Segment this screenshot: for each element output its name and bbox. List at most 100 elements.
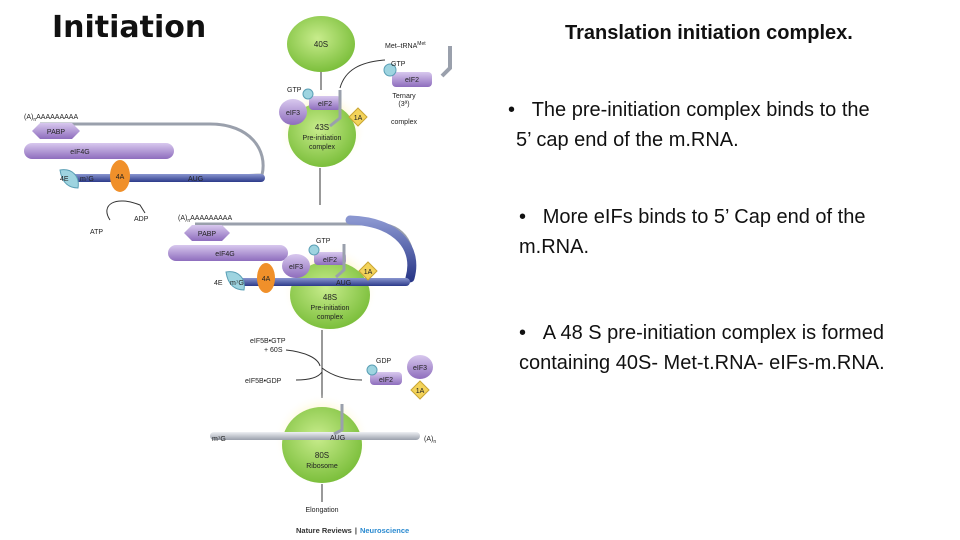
arrow-atp-adp <box>106 200 146 221</box>
ribosome-80s <box>282 407 362 483</box>
credit-line: Nature Reviews|Neuroscience <box>296 526 409 535</box>
eif4e-1 <box>59 169 79 189</box>
trna-43s <box>329 90 342 128</box>
released-factors: eIF3 eIF2 GDP 1A <box>366 355 433 400</box>
label-m7g-3: m⁷G <box>212 436 226 443</box>
eif1a-43s <box>348 107 368 127</box>
gtp-dot-ternary <box>383 63 397 77</box>
eif2-ternary-box <box>392 72 432 87</box>
arrow-release-factors <box>321 367 363 381</box>
ribbon-mrna-2 <box>345 215 417 283</box>
mrna-stage-1: (A)nAAAAAAAAA AUG PABP eIF4G 4E m⁷G 4A A… <box>24 114 265 236</box>
eif1a-released <box>410 380 430 400</box>
bullet-marker-1: • <box>508 99 516 121</box>
mrna-strand-1 <box>40 122 265 179</box>
label-elongation: Elongation <box>305 507 338 514</box>
label-eif5b-gdp: eIF5B•GDP <box>245 378 282 385</box>
label-eif5b-gtp: eIF5B•GTP <box>250 338 286 345</box>
gtp-dot-48s <box>308 244 320 256</box>
subunit-40s <box>287 16 355 72</box>
label-80s-2: Ribosome <box>306 463 338 470</box>
label-4e-1: 4E <box>60 176 69 183</box>
label-gtp-43s: GTP <box>287 87 302 94</box>
label-aug-1: AUG <box>188 176 203 183</box>
label-eif2-ternary: eIF2 <box>405 77 419 84</box>
eif4g-1 <box>24 143 174 159</box>
ribbon-aug-2 <box>230 278 410 286</box>
pabp-1 <box>32 123 80 139</box>
mrna-strand-3 <box>210 432 420 440</box>
pabp-2 <box>184 225 230 241</box>
slide-subtitle: Translation initiation complex. <box>565 22 853 44</box>
label-4e-2: 4E <box>214 280 223 287</box>
label-gtp-ternary: GTP <box>391 61 406 68</box>
label-1a-43s: 1A <box>354 115 363 122</box>
label-eif3-48s: eIF3 <box>289 264 303 271</box>
label-gdp: GDP <box>376 358 392 365</box>
eif3-released <box>407 355 433 379</box>
eif2-43s <box>309 96 341 110</box>
label-adp: ADP <box>134 216 149 223</box>
label-40s: 40S <box>314 40 328 49</box>
label-eif4g-2: eIF4G <box>215 251 234 258</box>
bullet-marker-3: • <box>519 322 527 344</box>
label-polya-1: (A)nAAAAAAAAA <box>24 114 78 123</box>
eif3-43s <box>279 99 307 125</box>
label-atp: ATP <box>90 229 103 236</box>
eif1a-48s <box>358 261 378 281</box>
bullet-2-line-1: More eIFs binds to 5’ Cap end of the <box>542 206 866 228</box>
label-eif3-43s: eIF3 <box>286 110 300 117</box>
label-eif2-48s: eIF2 <box>323 257 337 264</box>
label-43s-1: 43S <box>315 123 329 132</box>
arrow-eif5b-out <box>295 371 323 381</box>
eif4a-2 <box>257 263 275 293</box>
bullet-3-line-1: A 48 S pre-initiation complex is formed <box>542 322 884 344</box>
label-ternary-1: Ternary <box>392 93 416 100</box>
label-eif2-43s: eIF2 <box>318 101 332 108</box>
label-pabp-2: PABP <box>198 231 216 238</box>
label-4a-2: 4A <box>262 276 271 283</box>
arrow-eif5b-in <box>285 349 321 367</box>
arrow-ternary-join <box>339 59 386 89</box>
label-eif3-released: eIF3 <box>413 365 427 372</box>
trna-icon <box>440 46 452 78</box>
label-80s-1: 80S <box>315 451 329 460</box>
bullet-2: • More eIFs binds to 5’ Cap end of the m… <box>519 202 865 262</box>
eif2-released <box>370 372 402 385</box>
eif2-48s <box>314 252 346 265</box>
bullet-1: • The pre-initiation complex binds to th… <box>508 95 870 155</box>
label-4a-1: 4A <box>116 174 125 181</box>
label-ternary-2: (3ª) <box>398 101 409 108</box>
eif4g-2 <box>168 245 288 261</box>
gdp-dot <box>366 364 378 376</box>
bullet-3: • A 48 S pre-initiation complex is forme… <box>519 318 885 378</box>
bullet-3-line-2: containing 40S- Met-t.RNA- eIFs-m.RNA. <box>519 352 885 374</box>
label-eif4g-1: eIF4G <box>70 149 89 156</box>
gtp-dot-43s <box>302 88 314 100</box>
label-polya-3: (A)n <box>424 436 436 445</box>
eif3-48s <box>282 254 310 278</box>
label-43s-3: complex <box>309 144 336 151</box>
label-ternary-3: complex <box>391 119 418 126</box>
label-m7g-1: m⁷G <box>80 176 94 183</box>
trna-48s <box>335 244 346 279</box>
ribbon-mrna-1 <box>70 174 265 182</box>
label-m7g-2: m⁷G <box>230 280 244 287</box>
bullet-1-line-1: The pre-initiation complex binds to the <box>531 99 870 121</box>
bullet-1-line-2: 5’ cap end of the m.RNA. <box>516 129 739 151</box>
eif4a-1 <box>110 160 130 192</box>
label-gtp-48s: GTP <box>316 238 331 245</box>
label-aug-3: AUG <box>330 435 345 442</box>
stage-80s: AUG m⁷G (A)n 80S Ribosome <box>210 394 436 486</box>
bullet-marker-2: • <box>519 206 527 228</box>
stage-40s: 40S Met–tRNAMet eIF2 GTP Ternary (3ª) co… <box>287 16 452 126</box>
label-met-trna: Met–tRNAMet <box>385 41 426 50</box>
trna-80s <box>333 404 344 436</box>
label-aug-2: AUG <box>336 280 351 287</box>
slide-title: Initiation <box>52 10 207 45</box>
translation-initiation-diagram: 40S Met–tRNAMet eIF2 GTP Ternary (3ª) co… <box>24 16 452 535</box>
label-eif2-released: eIF2 <box>379 377 393 384</box>
label-1a-released: 1A <box>416 388 425 395</box>
label-48s-1: 48S <box>323 293 337 302</box>
